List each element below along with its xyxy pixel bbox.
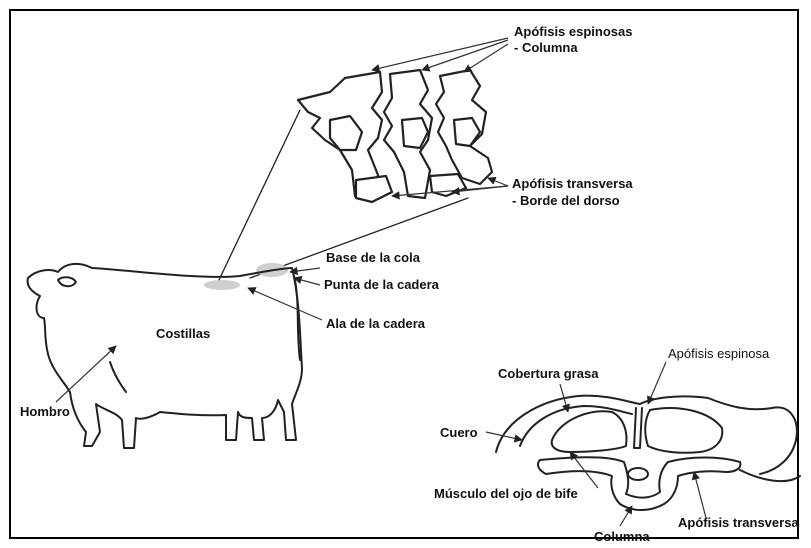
vertebra-transverse-left (356, 176, 392, 202)
arrows-apofisis-espinosas (372, 38, 508, 72)
cross-section-muscle-left (552, 411, 627, 452)
arrow-ala-cadera (248, 288, 322, 320)
arrow-hombro (56, 346, 116, 402)
arrow-punta-cadera (294, 278, 320, 285)
cross-section-spinal-canal (628, 468, 648, 480)
label-apofisis-transversa-cross: Apófisis transversa (678, 515, 799, 530)
label-musculo-ojo-bife: Músculo del ojo de bife (434, 486, 578, 501)
cross-section-vertebra (538, 457, 740, 510)
cow-outline (28, 264, 302, 448)
label-base-cola: Base de la cola (326, 250, 421, 265)
label-punta-cadera: Punta de la cadera (324, 277, 440, 292)
label-columna-bottom: Columna (594, 529, 650, 544)
cross-section-fat (520, 406, 632, 446)
label-apofisis-espinosa: Apófisis espinosa (668, 346, 770, 361)
label-borde-dorso: - Borde del dorso (512, 193, 620, 208)
cross-section-spine (634, 408, 642, 448)
arrow-columna (620, 506, 632, 526)
label-columna-top: - Columna (514, 40, 578, 55)
vertebrae-illustration (298, 70, 492, 202)
label-costillas: Costillas (156, 326, 210, 341)
projection-line-left (218, 110, 300, 282)
arrow-apofisis-transversa-cross (694, 472, 706, 518)
cow-illustration (28, 263, 302, 448)
label-hombro: Hombro (20, 404, 70, 419)
label-apofisis-espinosas: Apófisis espinosas (514, 24, 632, 39)
label-cobertura-grasa: Cobertura grasa (498, 366, 599, 381)
arrow-base-cola (290, 268, 320, 272)
cross-section-muscle-right (645, 408, 722, 453)
label-cuero: Cuero (440, 425, 478, 440)
label-ala-cadera: Ala de la cadera (326, 316, 426, 331)
hip-wing-shade (204, 280, 240, 290)
cow-ear (58, 277, 76, 286)
label-apofisis-transversa: Apófisis transversa (512, 176, 633, 191)
cow-leg-line (110, 362, 126, 392)
